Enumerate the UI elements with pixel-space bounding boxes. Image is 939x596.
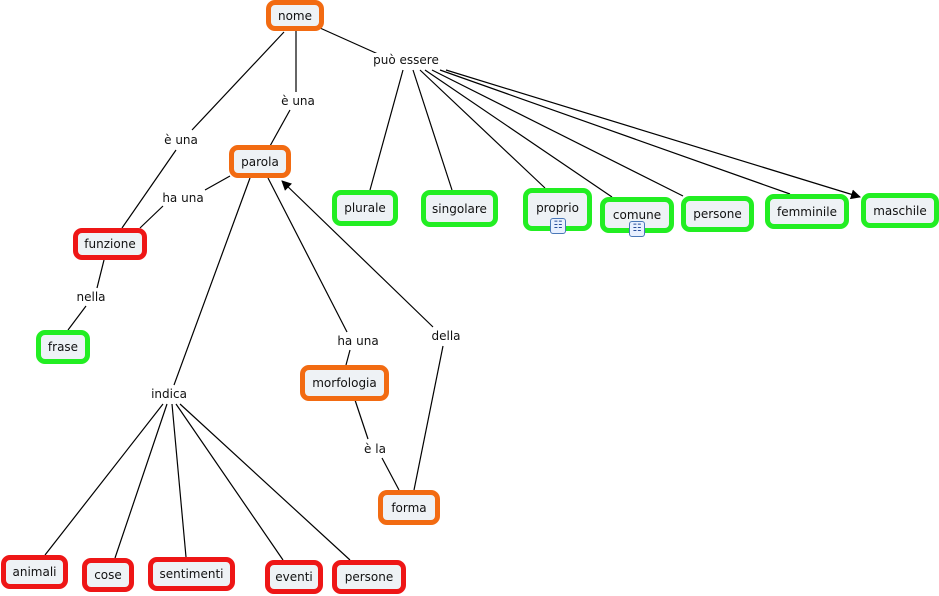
link-label-nella[interactable]: nella [75,290,107,304]
concept-nome[interactable]: nome [266,0,324,31]
concept-persone-red[interactable]: persone [332,560,406,594]
link-label-ha-una[interactable]: ha una [161,191,205,205]
concept-map-resource-icon[interactable]: ☷ [629,221,645,237]
concept-forma[interactable]: forma [378,490,440,525]
concept-morfologia[interactable]: morfologia [300,365,389,401]
concept-frase[interactable]: frase [36,330,90,364]
concept-persone[interactable]: persone [681,196,754,232]
concept-animali[interactable]: animali [1,555,68,589]
link-label-ha-una[interactable]: ha una [336,334,380,348]
concept-plurale[interactable]: plurale [332,190,398,226]
concept-maschile[interactable]: maschile [861,193,939,228]
link-label-della[interactable]: della [430,329,462,343]
link-label-indica[interactable]: indica [150,387,188,401]
concept-map-resource-icon[interactable]: ☷ [550,218,566,234]
concept-cose[interactable]: cose [82,558,134,592]
concept-funzione[interactable]: funzione [73,228,147,260]
concept-proprio[interactable]: proprio [523,188,592,231]
link-label-e-una[interactable]: è una [280,94,316,108]
concept-sentimenti[interactable]: sentimenti [148,557,235,591]
concept-parola[interactable]: parola [229,145,291,178]
link-label-e-una[interactable]: è una [163,133,199,147]
link-label-e-la[interactable]: è la [363,442,387,456]
concept-eventi[interactable]: eventi [265,560,323,594]
concept-label: proprio [536,201,579,215]
concept-femminile[interactable]: femminile [765,194,849,229]
concept-singolare[interactable]: singolare [421,190,498,227]
link-label-puo-essere[interactable]: può essere [372,53,440,67]
